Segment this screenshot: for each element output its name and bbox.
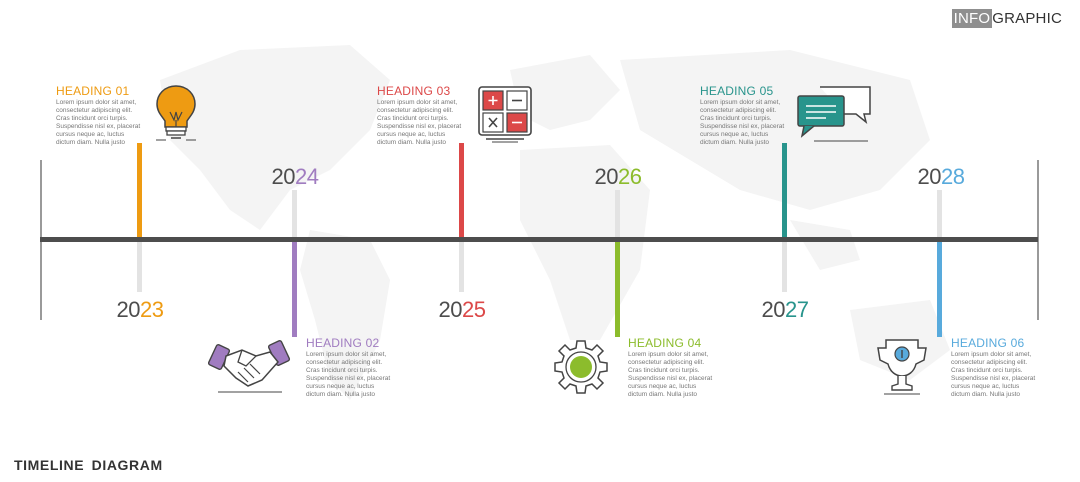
- year-suffix: 24: [295, 164, 319, 189]
- heading-02: HEADING 02: [306, 336, 380, 350]
- year-prefix: 20: [116, 297, 141, 322]
- diagram-title: TIMELINE DIAGRAM: [14, 457, 163, 473]
- gear-icon: [554, 340, 608, 394]
- heading-03: HEADING 03: [377, 84, 451, 98]
- year-2023: 2023: [100, 297, 180, 323]
- description-01: Lorem ipsum dolor sit amet, consectetur …: [56, 99, 141, 147]
- heading-01: HEADING 01: [56, 84, 130, 98]
- year-prefix: 20: [271, 164, 296, 189]
- stem-2027: [782, 143, 787, 240]
- brand-part2: GRAPHIC: [992, 10, 1062, 27]
- stem-2025: [459, 143, 464, 240]
- calculator-icon: [478, 86, 532, 143]
- stem-2028: [937, 240, 942, 337]
- year-suffix: 28: [941, 164, 965, 189]
- stem-2027-grey: [782, 242, 787, 292]
- heading-06: HEADING 06: [951, 336, 1025, 350]
- year-prefix: 20: [761, 297, 786, 322]
- description-02: Lorem ipsum dolor sit amet, consectetur …: [306, 351, 391, 399]
- brand-part1: INFO: [951, 9, 993, 28]
- stem-2023: [137, 143, 142, 240]
- year-prefix: 20: [917, 164, 942, 189]
- stem-2024: [292, 240, 297, 337]
- description-03: Lorem ipsum dolor sit amet, consectetur …: [377, 99, 462, 147]
- description-05: Lorem ipsum dolor sit amet, consectetur …: [700, 99, 785, 147]
- year-2028: 2028: [901, 164, 981, 190]
- year-suffix: 26: [618, 164, 642, 189]
- heading-05: HEADING 05: [700, 84, 774, 98]
- stem-2023-grey: [137, 242, 142, 292]
- handshake-icon: [208, 340, 291, 393]
- year-2025: 2025: [422, 297, 502, 323]
- year-suffix: 25: [462, 297, 486, 322]
- year-2024: 2024: [255, 164, 335, 190]
- stem-2026: [615, 240, 620, 337]
- year-suffix: 27: [785, 297, 809, 322]
- description-04: Lorem ipsum dolor sit amet, consectetur …: [628, 351, 713, 399]
- year-2027: 2027: [745, 297, 825, 323]
- axis-right-cap: [1037, 160, 1039, 320]
- heading-04: HEADING 04: [628, 336, 702, 350]
- lightbulb-icon: [156, 85, 196, 141]
- year-prefix: 20: [594, 164, 619, 189]
- stem-2025-grey: [459, 242, 464, 292]
- timeline-axis: [40, 237, 1038, 242]
- stem-2024-grey: [292, 190, 297, 237]
- year-suffix: 23: [140, 297, 164, 322]
- year-prefix: 20: [438, 297, 463, 322]
- description-06: Lorem ipsum dolor sit amet, consectetur …: [951, 351, 1036, 399]
- trophy-icon: [877, 339, 927, 395]
- stem-2026-grey: [615, 190, 620, 237]
- year-2026: 2026: [578, 164, 658, 190]
- stem-2028-grey: [937, 190, 942, 237]
- chat-bubbles-icon: [797, 86, 871, 142]
